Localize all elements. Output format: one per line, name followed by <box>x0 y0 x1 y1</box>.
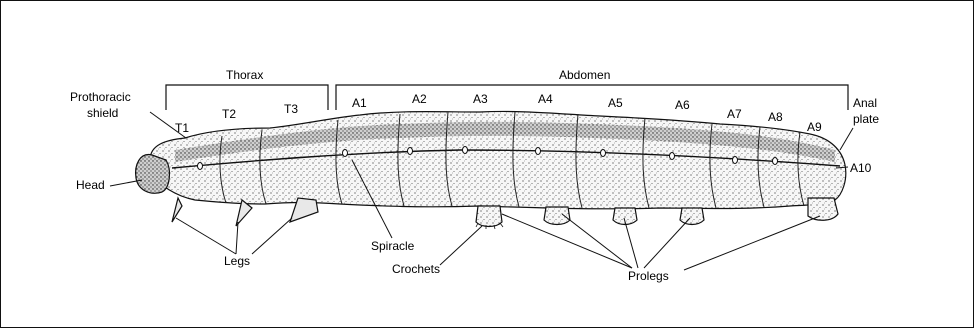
label-spiracle: Spiracle <box>371 239 415 253</box>
segment-label-a3: A3 <box>473 92 488 106</box>
label-anal-line1: Anal <box>853 96 877 110</box>
label-crochets: Crochets <box>392 262 440 276</box>
segment-label-t3: T3 <box>284 102 298 116</box>
label-prothoracic-line2: shield <box>87 106 118 120</box>
label-anal-line2: plate <box>853 112 879 126</box>
segment-label-a8: A8 <box>768 110 783 124</box>
segment-label-a4: A4 <box>538 92 553 106</box>
thoracic-legs <box>172 198 318 226</box>
segment-label-a5: A5 <box>608 96 623 110</box>
thorax-bracket <box>166 85 328 110</box>
segment-label-t1: T1 <box>175 121 189 135</box>
segment-label-a6: A6 <box>675 98 690 112</box>
label-prolegs: Prolegs <box>628 269 669 283</box>
caterpillar-body <box>136 111 846 229</box>
segment-label-t2: T2 <box>222 107 236 121</box>
segment-label-a9: A9 <box>807 120 822 134</box>
segment-label-a10: A10 <box>850 161 872 175</box>
segment-label-a7: A7 <box>727 107 742 121</box>
label-prothoracic-line1: Prothoracic <box>70 90 131 104</box>
head-capsule <box>136 155 170 194</box>
region-label-thorax: Thorax <box>226 68 263 82</box>
region-label-abdomen: Abdomen <box>559 68 610 82</box>
label-head: Head <box>76 178 105 192</box>
segment-label-a1: A1 <box>352 96 367 110</box>
segment-label-a2: A2 <box>412 92 427 106</box>
label-legs: Legs <box>224 254 250 268</box>
